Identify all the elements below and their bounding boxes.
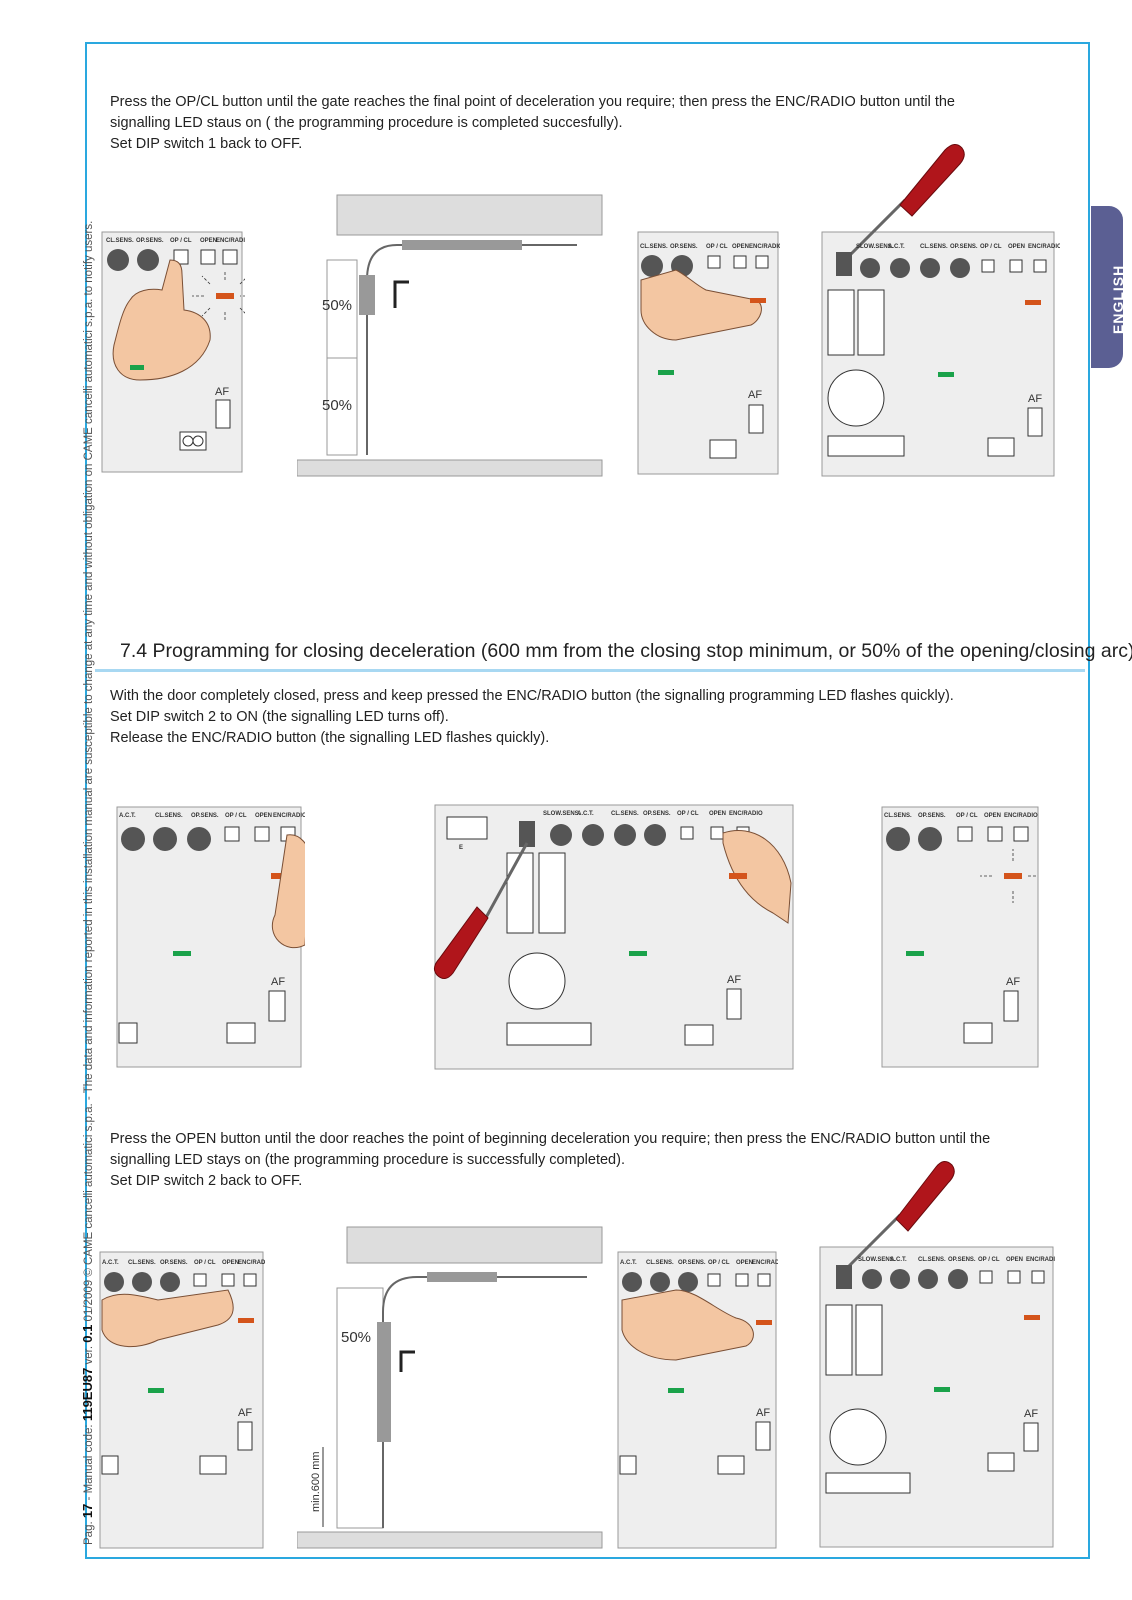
svg-text:OPEN: OPEN: [200, 238, 217, 244]
svg-text:ENC/RADIO: ENC/RADIO: [1028, 244, 1060, 250]
svg-text:ENC/RADIO: ENC/RADIO: [216, 238, 245, 244]
svg-text:OP / CL: OP / CL: [677, 811, 699, 817]
svg-text:CL.SENS.: CL.SENS.: [155, 813, 183, 819]
svg-text:OP / CL: OP / CL: [170, 238, 192, 244]
svg-text:OPEN: OPEN: [709, 811, 726, 817]
svg-text:CL.SENS.: CL.SENS.: [884, 813, 912, 819]
svg-text:OP / CL: OP / CL: [956, 813, 978, 819]
figure-board-encradio-hold: A.C.T. CL.SENS. OP.SENS. OP / CL OPEN EN…: [116, 806, 305, 1068]
svg-text:CL.SENS.: CL.SENS.: [106, 238, 134, 244]
svg-text:OP.SENS.: OP.SENS.: [678, 1260, 706, 1266]
svg-text:ENC/RADIO: ENC/RADIO: [749, 244, 780, 250]
svg-text:SLOW.SENS.: SLOW.SENS.: [856, 244, 894, 250]
instructions-block-2: With the door completely closed, press a…: [110, 688, 954, 746]
svg-text:OP.SENS.: OP.SENS.: [136, 238, 164, 244]
svg-text:A.C.T.: A.C.T.: [888, 244, 905, 250]
svg-text:OP / CL: OP / CL: [978, 1257, 1000, 1263]
figure-board-dip-switch-2-off: SLOW.SENS. A.C.T. CL.SENS. OP.SENS. OP /…: [819, 1161, 1055, 1548]
figure-board-dip-switch-2-on: E SLOW.SENS. A.C.T. CL.SENS. OP.SENS. OP…: [433, 804, 794, 1070]
hand-icon: [101, 1289, 234, 1348]
svg-text:OP.SENS.: OP.SENS.: [918, 813, 946, 819]
sidebar-legal-text: Pag. 17 - Manual code: 119EU87 ver. 0.1 …: [80, 220, 95, 1545]
svg-text:ENC/RADIO: ENC/RADIO: [1004, 813, 1038, 819]
svg-text:A.C.T.: A.C.T.: [890, 1257, 907, 1263]
figure-board-encradio-release: CL.SENS. OP.SENS. OP / CL OPEN ENC/RADIO…: [881, 806, 1039, 1068]
svg-text:OPEN: OPEN: [732, 244, 749, 250]
svg-text:OP.SENS.: OP.SENS.: [950, 244, 978, 250]
svg-text:OPEN: OPEN: [255, 813, 272, 819]
hand-icon: [722, 829, 792, 924]
instructions-block-1: Press the OP/CL button until the gate re…: [110, 94, 955, 152]
screwdriver-icon: [433, 842, 529, 979]
svg-text:SLOW.SENS.: SLOW.SENS.: [858, 1257, 896, 1263]
svg-text:OPEN: OPEN: [1006, 1257, 1023, 1263]
hand-icon: [112, 259, 211, 381]
svg-text:AF: AF: [1028, 393, 1042, 405]
instructions-block-3: Press the OPEN button until the door rea…: [110, 1131, 991, 1189]
svg-text:ENC/RADIO: ENC/RADIO: [273, 813, 305, 819]
svg-text:OPEN: OPEN: [736, 1260, 753, 1266]
svg-text:OPEN: OPEN: [222, 1260, 239, 1266]
svg-text:CL.SENS.: CL.SENS.: [918, 1257, 946, 1263]
svg-text:min.600 mm: min.600 mm: [310, 1451, 322, 1512]
figure-door-opening-min600: 50% min.600 mm: [297, 1226, 603, 1549]
svg-text:AF: AF: [1024, 1408, 1038, 1420]
section-title: 7.4 Programming for closing deceleration…: [120, 640, 1132, 662]
svg-text:OPEN: OPEN: [1008, 244, 1025, 250]
svg-text:OP / CL: OP / CL: [225, 813, 247, 819]
svg-text:ENC/RADIO: ENC/RADIO: [752, 1260, 778, 1266]
svg-text:OP / CL: OP / CL: [708, 1260, 730, 1266]
svg-text:OPEN: OPEN: [984, 813, 1001, 819]
screwdriver-icon: [848, 144, 965, 257]
figure-board-encradio-press-1: CL.SENS. OP.SENS. OP / CL OPEN ENC/RADIO…: [637, 231, 780, 475]
svg-text:CL.SENS.: CL.SENS.: [646, 1260, 674, 1266]
figure-door-closing-50: 50% 50%: [297, 194, 603, 477]
screwdriver-icon: [846, 1161, 955, 1269]
svg-text:ENC/RADIO: ENC/RADIO: [729, 811, 763, 817]
svg-text:50%: 50%: [322, 397, 352, 414]
svg-text:A.C.T.: A.C.T.: [577, 811, 594, 817]
svg-text:OP.SENS.: OP.SENS.: [191, 813, 219, 819]
figure-board-dip-switch-1: SLOW.SENS. A.C.T. CL.SENS. OP.SENS. OP /…: [821, 144, 1060, 477]
svg-text:OP.SENS.: OP.SENS.: [643, 811, 671, 817]
hand-icon: [640, 269, 762, 341]
svg-text:OP / CL: OP / CL: [980, 244, 1002, 250]
figure-board-opcl-press: CL.SENS. OP.SENS. OP / CL OPEN ENC/RADIO…: [101, 231, 245, 473]
svg-text:A.C.T.: A.C.T.: [102, 1260, 119, 1266]
svg-text:OP.SENS.: OP.SENS.: [160, 1260, 188, 1266]
svg-text:AF: AF: [727, 974, 741, 986]
svg-text:CL.SENS.: CL.SENS.: [920, 244, 948, 250]
figure-board-open-press: A.C.T. CL.SENS. OP.SENS. OP / CL OPEN EN…: [99, 1251, 265, 1549]
svg-text:E: E: [459, 845, 463, 851]
svg-text:OP.SENS.: OP.SENS.: [670, 244, 698, 250]
svg-text:SLOW.SENS.: SLOW.SENS.: [543, 811, 581, 817]
svg-text:CL.SENS.: CL.SENS.: [611, 811, 639, 817]
page-frame: [85, 42, 1090, 1559]
figure-board-encradio-press-2: A.C.T. CL.SENS. OP.SENS. OP / CL OPEN EN…: [617, 1251, 778, 1549]
svg-text:AF: AF: [238, 1407, 252, 1419]
flashing-led-icon: [192, 270, 245, 322]
hand-icon: [271, 834, 305, 949]
svg-text:A.C.T.: A.C.T.: [620, 1260, 637, 1266]
hand-icon: [621, 1289, 754, 1361]
svg-text:CL.SENS.: CL.SENS.: [128, 1260, 156, 1266]
svg-text:AF: AF: [756, 1407, 770, 1419]
language-tab: ENGLISH: [1091, 206, 1126, 368]
svg-text:AF: AF: [748, 389, 762, 401]
svg-text:AF: AF: [215, 386, 229, 398]
svg-text:AF: AF: [271, 976, 285, 988]
svg-text:OP.SENS.: OP.SENS.: [948, 1257, 976, 1263]
svg-text:OP / CL: OP / CL: [194, 1260, 216, 1266]
svg-text:50%: 50%: [322, 297, 352, 314]
svg-text:OP / CL: OP / CL: [706, 244, 728, 250]
svg-text:ENC/RADIO: ENC/RADIO: [1026, 1257, 1055, 1263]
section-rule: [95, 669, 1085, 672]
svg-text:50%: 50%: [341, 1329, 371, 1346]
svg-text:AF: AF: [1006, 976, 1020, 988]
svg-text:A.C.T.: A.C.T.: [119, 813, 136, 819]
svg-text:ENC/RADIO: ENC/RADIO: [238, 1260, 265, 1266]
svg-text:CL.SENS.: CL.SENS.: [640, 244, 668, 250]
